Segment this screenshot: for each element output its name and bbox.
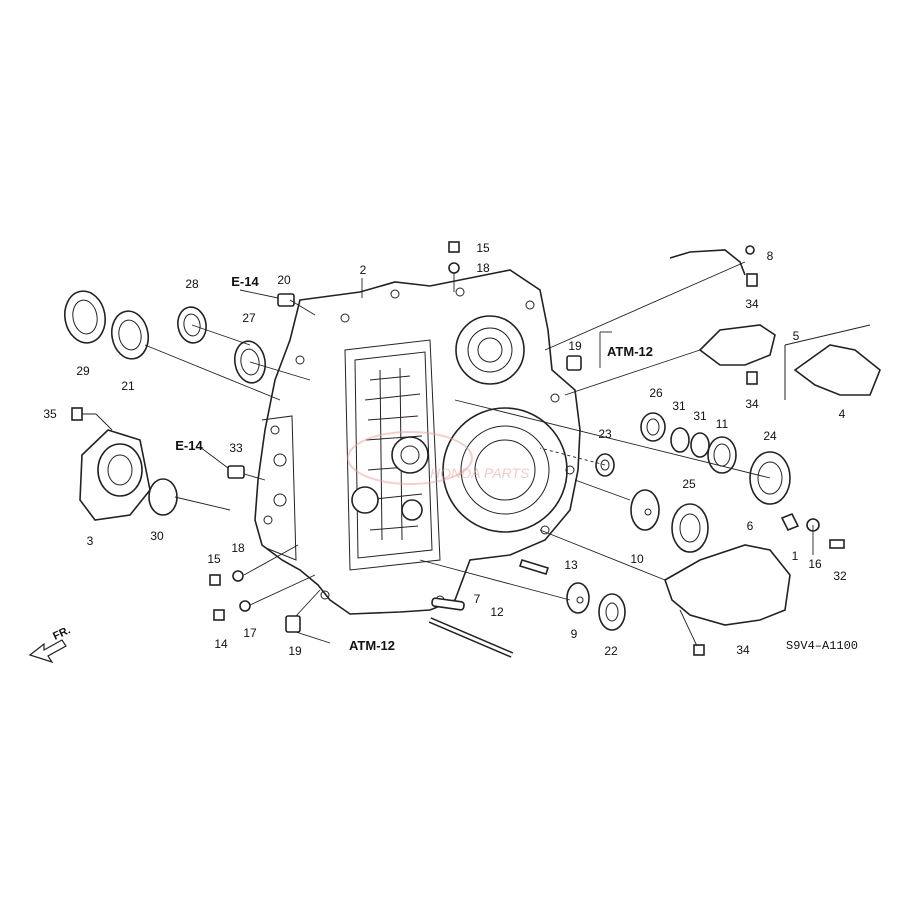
part-label-33: 33 bbox=[229, 441, 243, 455]
seal-29 bbox=[63, 290, 107, 344]
bearing-25 bbox=[671, 503, 709, 553]
washer-17 bbox=[239, 600, 251, 612]
bolt-15-lower bbox=[209, 574, 221, 586]
part-label-8: 8 bbox=[767, 249, 774, 263]
oil-pipe-8 bbox=[669, 245, 755, 276]
part-label-11: 11 bbox=[716, 417, 729, 431]
clip-1 bbox=[780, 512, 800, 532]
ref-e14-top[interactable]: E-14 bbox=[231, 274, 259, 289]
ref-atm12-top[interactable]: ATM-12 bbox=[607, 344, 653, 359]
end-cover-3 bbox=[79, 429, 151, 521]
part-label-27: 27 bbox=[242, 311, 256, 325]
leader-lines bbox=[95, 261, 814, 647]
part-label-5: 5 bbox=[793, 329, 800, 343]
part-label-20: 20 bbox=[277, 273, 291, 287]
bolt-34-bottom bbox=[693, 644, 705, 656]
diagram-code: S9V4–A1100 bbox=[786, 639, 858, 653]
part-label-31a: 31 bbox=[672, 399, 686, 413]
part-label-34-top: 34 bbox=[745, 297, 759, 311]
part-label-24: 24 bbox=[763, 429, 777, 443]
part-label-9: 9 bbox=[571, 627, 578, 641]
dowel-7 bbox=[431, 597, 465, 611]
part-label-10: 10 bbox=[630, 552, 644, 566]
part-label-21: 21 bbox=[121, 379, 135, 393]
guide-plate-6 bbox=[664, 544, 791, 626]
bracket-4 bbox=[784, 324, 881, 400]
part-label-30: 30 bbox=[150, 529, 164, 543]
part-label-17: 17 bbox=[243, 626, 257, 640]
part-label-18-top: 18 bbox=[476, 261, 490, 275]
bearing-26 bbox=[640, 412, 666, 442]
front-direction-arrow: FR. bbox=[28, 624, 72, 664]
part-label-34-middle: 34 bbox=[745, 397, 759, 411]
o-ring-31b bbox=[690, 432, 710, 458]
part-label-1: 1 bbox=[792, 549, 799, 563]
part-label-28: 28 bbox=[185, 277, 199, 291]
o-ring-31a bbox=[670, 427, 690, 453]
part-label-26: 26 bbox=[649, 386, 663, 400]
part-label-4: 4 bbox=[839, 407, 846, 421]
part-label-19-upper: 19 bbox=[568, 339, 582, 353]
o-ring-30 bbox=[148, 478, 178, 516]
bolt-32 bbox=[829, 539, 845, 549]
bolt-35 bbox=[71, 407, 96, 421]
part-label-6: 6 bbox=[747, 519, 754, 533]
dowel-pin-19-upper bbox=[566, 355, 582, 371]
part-label-34-bottom: 34 bbox=[736, 643, 750, 657]
part-label-32: 32 bbox=[833, 569, 847, 583]
bolt-34-middle bbox=[746, 371, 758, 385]
bolt-15-top bbox=[448, 241, 460, 253]
shim-10 bbox=[630, 489, 660, 531]
part-label-31b: 31 bbox=[693, 409, 707, 423]
ref-atm12-bottom[interactable]: ATM-12 bbox=[349, 638, 395, 653]
part-label-15-top: 15 bbox=[476, 241, 490, 255]
dowel-pin-33 bbox=[227, 465, 245, 479]
watermark-text: HONDA PARTS bbox=[430, 465, 530, 481]
part-label-18-lower: 18 bbox=[231, 541, 245, 555]
part-label-25: 25 bbox=[682, 477, 696, 491]
part-label-23: 23 bbox=[598, 427, 612, 441]
bolt-34-top bbox=[746, 273, 758, 287]
part-label-group: 1 2 3 4 5 6 7 8 9 10 11 12 13 14 15 15 1… bbox=[43, 241, 847, 658]
part-label-29: 29 bbox=[76, 364, 90, 378]
dowel-pin-19-lower bbox=[285, 615, 301, 633]
bearing-22 bbox=[598, 593, 626, 631]
part-label-35: 35 bbox=[43, 407, 57, 421]
part-label-14: 14 bbox=[214, 637, 228, 651]
part-label-13: 13 bbox=[564, 558, 578, 572]
bracket-5 bbox=[698, 324, 776, 366]
washer-18-top bbox=[448, 262, 460, 274]
sleeve-11 bbox=[707, 436, 737, 474]
part-label-15-lower: 15 bbox=[207, 552, 221, 566]
shim-9 bbox=[566, 582, 590, 614]
dowel-pin-20 bbox=[277, 293, 295, 307]
part-label-2: 2 bbox=[360, 263, 367, 277]
ref-e14-left[interactable]: E-14 bbox=[175, 438, 203, 453]
part-label-19-lower: 19 bbox=[288, 644, 302, 658]
bolt-14 bbox=[213, 609, 225, 621]
part-label-7: 7 bbox=[474, 592, 481, 606]
part-label-16: 16 bbox=[808, 557, 822, 571]
part-label-3: 3 bbox=[87, 534, 94, 548]
front-label: FR. bbox=[51, 624, 72, 642]
part-label-22: 22 bbox=[604, 644, 618, 658]
part-label-12: 12 bbox=[490, 605, 504, 619]
transmission-case bbox=[254, 269, 581, 615]
pin-13 bbox=[518, 559, 550, 575]
bearing-21 bbox=[110, 310, 150, 360]
washer-18-lower bbox=[232, 570, 244, 582]
